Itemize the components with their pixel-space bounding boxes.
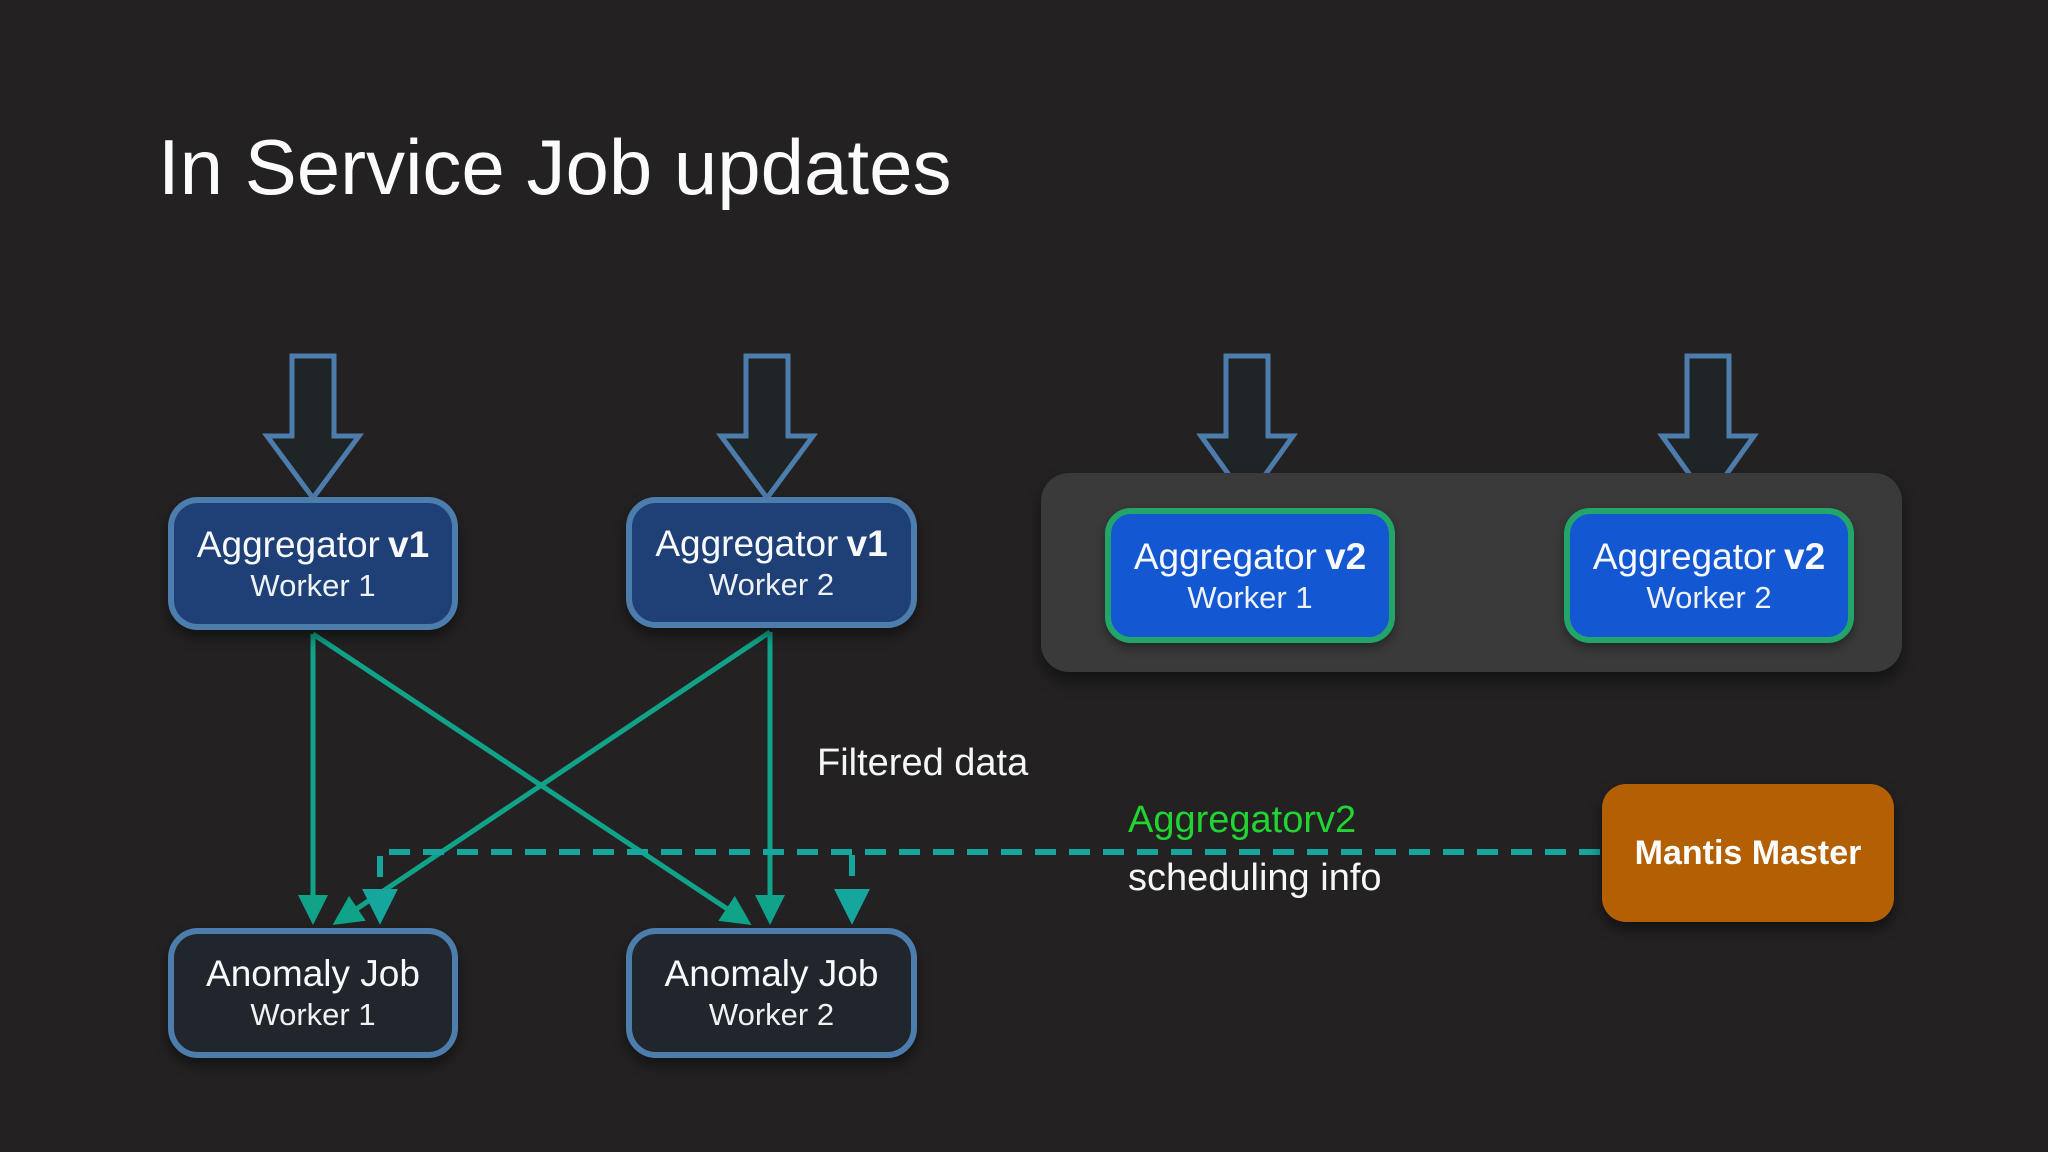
- scheduling-info-connector: [362, 849, 1600, 925]
- node-subtitle: Worker 2: [708, 566, 835, 602]
- node-subtitle: Worker 2: [708, 997, 835, 1033]
- filtered-data-label: Filtered data: [817, 742, 1029, 784]
- page-title: In Service Job updates: [158, 123, 952, 211]
- node-title: Mantis Master: [1634, 833, 1862, 872]
- filtered-data-connector: [298, 629, 785, 926]
- node-subtitle: Worker 1: [250, 997, 376, 1033]
- node-subtitle: Worker 2: [1646, 579, 1772, 615]
- node-title: Anomaly Job: [206, 953, 420, 995]
- node-subtitle: Worker 1: [250, 567, 376, 603]
- scheduling-info-label: scheduling info: [1128, 857, 1382, 899]
- aggregator-v2-scheduling-label: Aggregatorv2: [1128, 799, 1357, 841]
- node-mantis-master: Mantis Master: [1602, 784, 1894, 922]
- node-title: Anomaly Job: [664, 953, 879, 995]
- node-anomaly-job-worker-1: Anomaly Job Worker 1: [168, 928, 458, 1058]
- node-subtitle: Worker 1: [1187, 579, 1313, 615]
- node-anomaly-job-worker-2: Anomaly Job Worker 2: [626, 928, 917, 1058]
